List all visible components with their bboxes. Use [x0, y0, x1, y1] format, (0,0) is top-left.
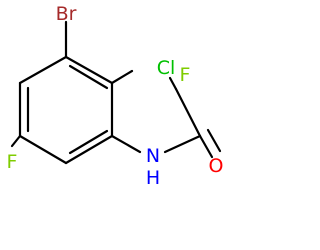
bond-n-carbonyl [163, 134, 202, 154]
atom-h-label: H [146, 167, 160, 189]
ring-bond-3 [64, 134, 114, 165]
bond-c-f-top [110, 69, 134, 85]
ring-bond-1-inner [68, 64, 109, 90]
ring-bond-1 [64, 55, 114, 85]
atom-n-label: N [146, 145, 160, 167]
ring-bond-6 [18, 55, 68, 85]
bond-carbonyl-o-1 [198, 134, 214, 159]
molecule-diagram: Br Cl F F N H O [7, 3, 224, 189]
atom-br-label: Br [56, 3, 77, 25]
bond-c-n [110, 134, 142, 154]
structure-canvas: Br Cl F F N H O [6, 3, 224, 189]
atom-f-top-label: F [180, 64, 191, 86]
atom-f-left-label: F [7, 151, 18, 173]
bond-c-f-left [10, 134, 22, 148]
ring-bond-4 [18, 134, 68, 165]
bond-carbonyl-o-2 [206, 128, 222, 153]
bond-carbonyl-ch2 [174, 87, 202, 138]
bond-ch2-cl [168, 76, 178, 91]
ring-bond-3-inner [68, 129, 109, 155]
atom-cl-label: Cl [157, 57, 176, 79]
atom-o-label: O [209, 155, 224, 177]
